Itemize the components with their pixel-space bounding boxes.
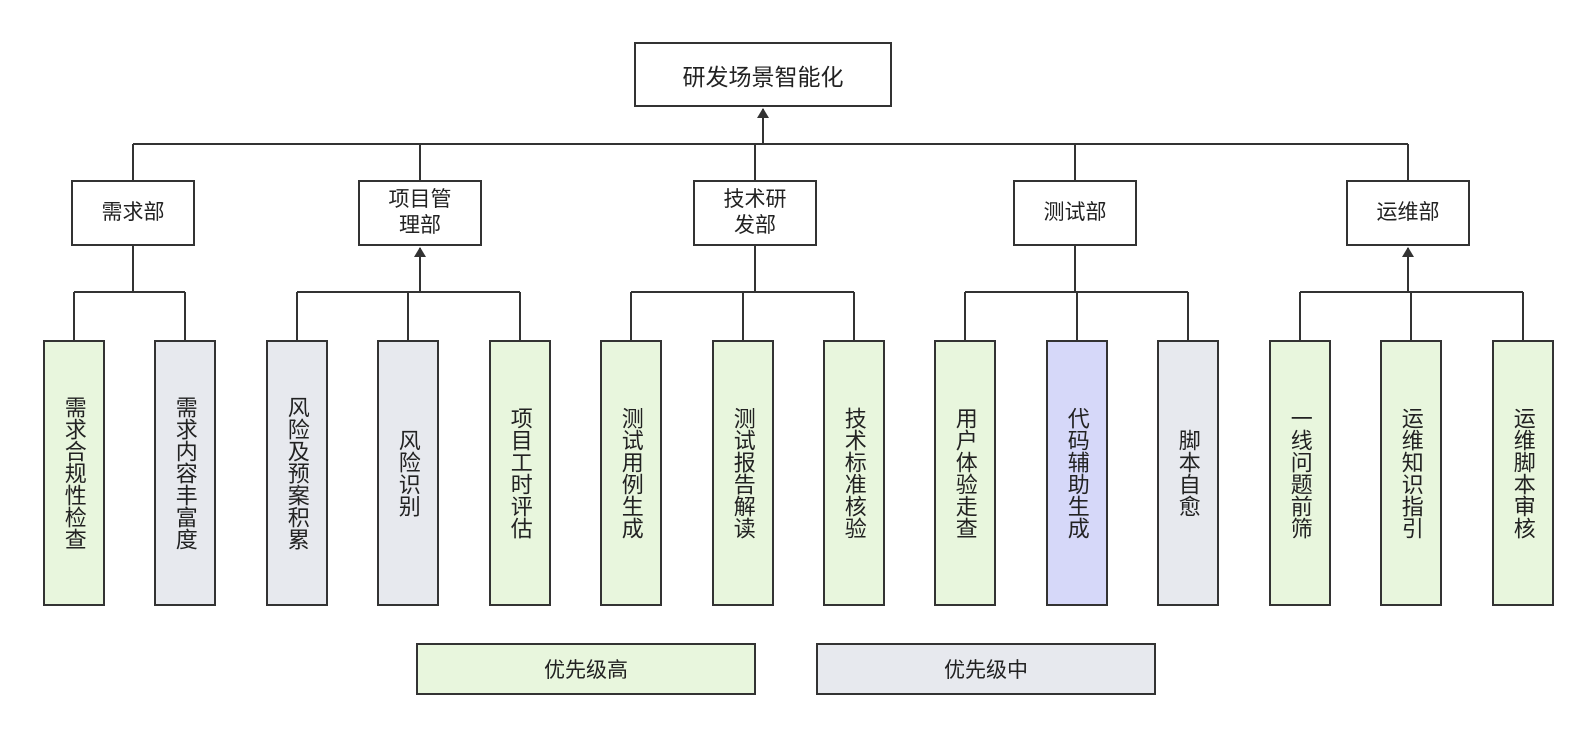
leaf-node: 项目工时评估 <box>489 340 551 606</box>
leaf-node: 一线问题前筛 <box>1269 340 1331 606</box>
leaf-node: 用户体验走查 <box>934 340 996 606</box>
dept-label: 运维部 <box>1376 201 1440 224</box>
legend-label: 优先级高 <box>544 659 628 682</box>
leaf-label: 需求内容丰富度 <box>172 396 198 550</box>
leaf-label: 风险识别 <box>395 429 421 517</box>
leaf-label: 技术标准核验 <box>841 407 867 539</box>
dept-node-yunwei: 运维部 <box>1346 180 1470 246</box>
leaf-label: 脚本自愈 <box>1175 429 1201 517</box>
leaf-label: 风险及预案积累 <box>284 396 310 550</box>
legend-medium-priority: 优先级中 <box>816 643 1156 695</box>
legend-high-priority: 优先级高 <box>416 643 756 695</box>
root-label: 研发场景智能化 <box>682 63 844 90</box>
root-node: 研发场景智能化 <box>634 42 892 107</box>
leaf-label: 运维脚本审核 <box>1510 407 1536 539</box>
dept-node-jishu: 技术研发部 <box>693 180 817 246</box>
leaf-node: 代码辅助生成 <box>1046 340 1108 606</box>
leaf-node: 测试报告解读 <box>712 340 774 606</box>
leaf-node: 运维知识指引 <box>1380 340 1442 606</box>
leaf-label: 代码辅助生成 <box>1064 407 1090 539</box>
dept-label: 项目管理部 <box>388 188 452 237</box>
leaf-label: 测试用例生成 <box>618 407 644 539</box>
dept-node-xiangmu: 项目管理部 <box>358 180 482 246</box>
dept-label: 技术研发部 <box>723 188 787 237</box>
dept-label: 测试部 <box>1043 201 1107 224</box>
leaf-label: 一线问题前筛 <box>1287 407 1313 539</box>
leaf-node: 运维脚本审核 <box>1492 340 1554 606</box>
leaf-label: 项目工时评估 <box>507 407 533 539</box>
leaf-node: 需求合规性检查 <box>43 340 105 606</box>
leaf-node: 风险识别 <box>377 340 439 606</box>
leaf-label: 运维知识指引 <box>1398 407 1424 539</box>
leaf-node: 测试用例生成 <box>600 340 662 606</box>
leaf-node: 需求内容丰富度 <box>154 340 216 606</box>
dept-label: 需求部 <box>101 201 165 224</box>
legend-label: 优先级中 <box>944 659 1028 682</box>
leaf-node: 技术标准核验 <box>823 340 885 606</box>
dept-node-ceshi: 测试部 <box>1013 180 1137 246</box>
leaf-node: 风险及预案积累 <box>266 340 328 606</box>
leaf-label: 用户体验走查 <box>952 407 978 539</box>
leaf-node: 脚本自愈 <box>1157 340 1219 606</box>
dept-node-xuqiu: 需求部 <box>71 180 195 246</box>
leaf-label: 需求合规性检查 <box>61 396 87 550</box>
leaf-label: 测试报告解读 <box>730 407 756 539</box>
